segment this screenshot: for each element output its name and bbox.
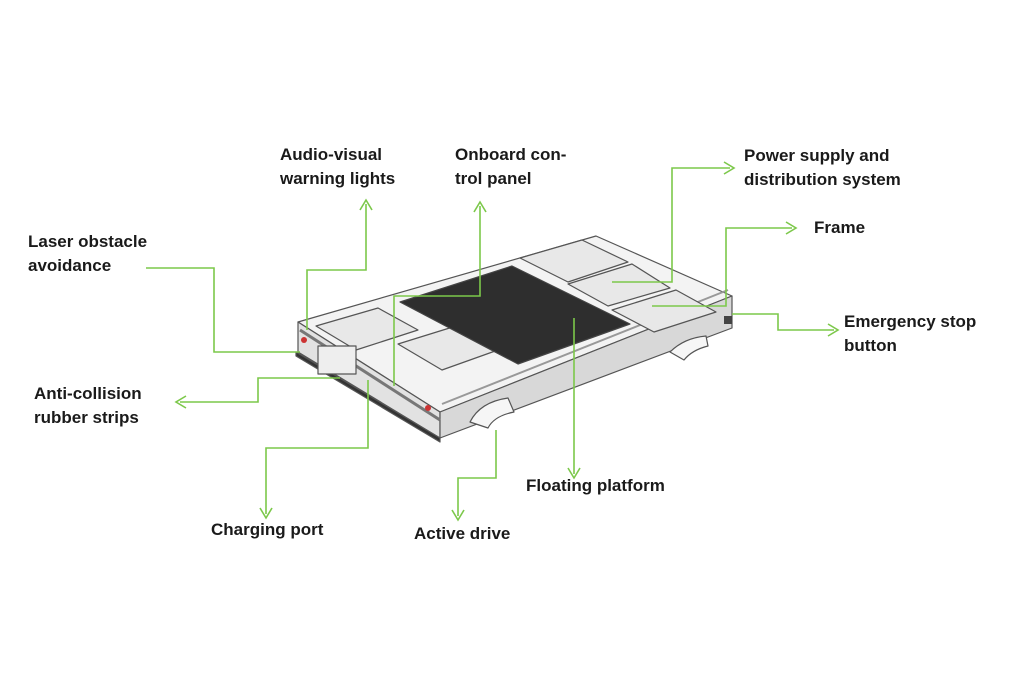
panel-right-mid <box>567 263 671 307</box>
label-audio-visual-warning-lights: Audio-visual warning lights <box>280 143 395 191</box>
label-line: avoidance <box>28 256 112 275</box>
leader-emergency <box>732 313 834 331</box>
label-line: button <box>844 336 897 355</box>
leader-charging <box>265 380 369 514</box>
label-active-drive: Active drive <box>414 522 510 546</box>
label-anti-collision-rubber-strips: Anti-collision rubber strips <box>34 382 142 430</box>
leader-active-drive <box>457 430 497 516</box>
arrow-floating <box>567 467 581 480</box>
label-line: Emergency stop <box>844 312 977 331</box>
leader-anti-collision <box>180 377 340 403</box>
label-line: Active drive <box>414 524 511 543</box>
label-line: Anti-collision <box>34 384 142 403</box>
rubber-strip-front <box>299 328 441 422</box>
label-line: Charging port <box>211 520 324 539</box>
panel-right-front <box>611 289 717 333</box>
label-line: trol panel <box>455 169 532 188</box>
label-onboard-control-panel: Onboard con- trol panel <box>455 143 566 191</box>
leader-frame <box>652 227 792 307</box>
label-power-supply: Power supply and distribution system <box>744 144 901 192</box>
wheel-cutout-right <box>669 335 709 361</box>
label-laser-obstacle-avoidance: Laser obstacle avoidance <box>28 230 147 278</box>
arrow-charging <box>259 507 273 520</box>
label-emergency-stop-button: Emergency stop button <box>844 310 976 358</box>
panel-left-front <box>315 307 419 351</box>
label-charging-port: Charging port <box>211 518 323 542</box>
label-line: rubber strips <box>34 408 139 427</box>
agv-body <box>295 235 733 443</box>
emergency-stop-marker <box>724 316 732 324</box>
arrow-power <box>723 161 736 175</box>
arrow-anti-collision <box>174 395 187 409</box>
arrow-frame <box>785 221 798 235</box>
label-line: Onboard con- <box>455 145 567 164</box>
panel-right-back <box>519 239 629 283</box>
label-line: Audio-visual <box>280 145 383 164</box>
arrow-emergency <box>827 323 840 337</box>
warning-light-left <box>301 337 307 343</box>
right-side-face <box>439 295 733 439</box>
label-frame: Frame <box>814 216 865 240</box>
arrow-onboard <box>473 200 487 213</box>
leader-lines <box>146 161 840 522</box>
wheel-cutout-front <box>469 397 515 429</box>
label-line: Frame <box>814 218 866 237</box>
label-line: Power supply and <box>744 146 890 165</box>
leader-laser <box>146 267 300 353</box>
label-line: Floating platform <box>526 476 665 495</box>
leader-audio-visual <box>306 204 367 330</box>
label-line: warning lights <box>280 169 396 188</box>
control-box <box>317 345 357 375</box>
label-line: Laser obstacle <box>28 232 148 251</box>
label-floating-platform: Floating platform <box>526 474 665 498</box>
leader-onboard <box>393 206 481 386</box>
arrow-audio-visual <box>359 198 373 211</box>
label-line: distribution system <box>744 170 901 189</box>
floating-platform-plate <box>399 265 631 365</box>
arrow-active-drive <box>451 509 465 522</box>
warning-light-right <box>425 405 431 411</box>
leader-power <box>612 167 730 283</box>
